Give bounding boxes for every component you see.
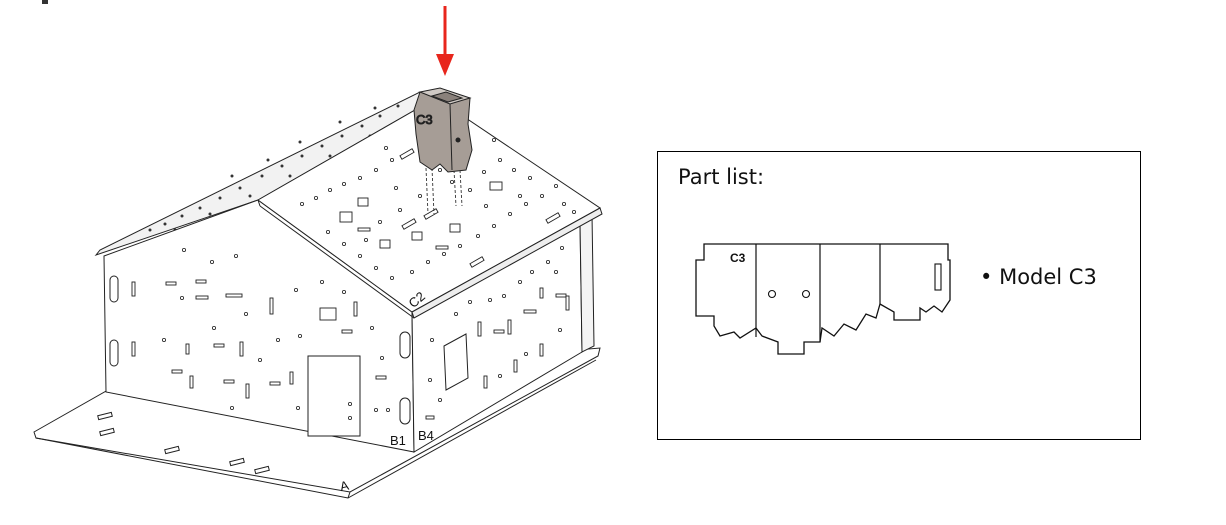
label-b4: B4 — [418, 428, 434, 443]
part-c3-flat-pattern: C3 — [695, 243, 951, 355]
chimney-part-c3: C3 — [413, 87, 473, 173]
model-name: Model C3 — [999, 265, 1097, 289]
bullet: • — [980, 265, 993, 289]
window-opening — [443, 333, 469, 391]
part-list-title: Part list: — [678, 165, 765, 189]
label-a: A — [338, 478, 350, 495]
wall-b4 — [411, 213, 595, 453]
hole — [767, 289, 777, 299]
part-list-box: Part list: C3 • Model C3 — [657, 151, 1141, 440]
flat-pattern-shape — [695, 243, 951, 355]
label-c3: C3 — [416, 112, 433, 127]
label-b1: B1 — [390, 433, 406, 448]
wall-b1 — [103, 199, 415, 453]
cropped-text-fragment — [42, 0, 48, 4]
door-opening — [307, 355, 361, 437]
model-list-item: • Model C3 — [980, 265, 1097, 289]
assembly-illustration: C3 C2 B1 B4 A — [33, 0, 603, 499]
hole — [801, 289, 811, 299]
piece-label-c3: C3 — [730, 251, 746, 265]
insertion-guides — [425, 167, 463, 215]
left-roof-panel — [94, 91, 438, 257]
insertion-arrow — [436, 6, 454, 76]
roof-panel-c2 — [257, 97, 603, 319]
slot — [934, 263, 942, 291]
